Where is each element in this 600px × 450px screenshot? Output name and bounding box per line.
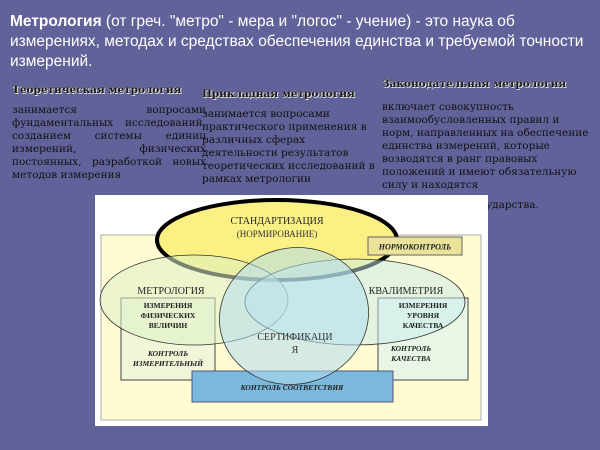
right-box-line: КАЧЕСТВА	[403, 321, 444, 330]
right-box-line: ИЗМЕРЕНИЯ	[399, 301, 448, 310]
column-heading: Прикладная метрология	[202, 88, 355, 100]
left-box-line: ВЕЛИЧИН	[149, 321, 188, 330]
metrology-diagram: СТАНДАРТИЗАЦИЯ (НОРМИРОВАНИЕ) НОРМОКОНТР…	[95, 195, 488, 426]
column-body: включает совокупность взаимообусловленны…	[382, 101, 589, 191]
left-box-line: ФИЗИЧЕСКИХ	[141, 311, 196, 320]
title-definition: (от греч. "метро" - мера и "логос" - уче…	[10, 13, 584, 70]
column-body-tail: ударства.	[486, 199, 539, 211]
certification-label-2: Я	[292, 345, 299, 356]
column-heading: Законодательная метрология	[382, 78, 567, 90]
column-heading: Теоретическая метрология	[12, 84, 182, 96]
metrology-label: МЕТРОЛОГИЯ	[137, 286, 205, 297]
theoretical-metrology: Теоретическая метрология занимается вопр…	[12, 84, 206, 182]
column-body: занимается вопросами фундаментальных исс…	[12, 104, 206, 181]
left-box-control: ИЗМЕРИТЕЛЬНЫЙ	[132, 358, 204, 368]
legal-metrology: Законодательная метрология включает сово…	[382, 78, 594, 192]
left-box-control: КОНТРОЛЬ	[147, 349, 188, 358]
right-box-control: КОНТРОЛЬ	[390, 344, 431, 353]
certification-label: СЕРТИФИКАЦИ	[257, 332, 332, 343]
left-box-line: ИЗМЕРЕНИЯ	[144, 301, 193, 310]
conformity-box	[191, 370, 394, 403]
normokontrol-box	[367, 236, 463, 256]
right-box-line: УРОВНЯ	[407, 311, 440, 320]
conformity-label: КОНТРОЛЬ СООТВЕТСТВИЯ	[240, 383, 344, 392]
title-term: Метрология	[10, 13, 102, 30]
column-body: занимается вопросами практического приме…	[202, 108, 375, 185]
certification-ellipse	[219, 247, 369, 385]
normokontrol-label: НОРМОКОНТРОЛЬ	[378, 243, 451, 252]
slide-title: Метрология (от греч. "метро" - мера и "л…	[10, 12, 595, 72]
applied-metrology: Прикладная метрология занимается вопроса…	[202, 88, 378, 186]
standardization-sublabel: (НОРМИРОВАНИЕ)	[237, 229, 318, 239]
standardization-label: СТАНДАРТИЗАЦИЯ	[230, 216, 323, 227]
right-box-control: КАЧЕСТВА	[390, 354, 431, 363]
qualimetry-label: КВАЛИМЕТРИЯ	[369, 286, 444, 297]
